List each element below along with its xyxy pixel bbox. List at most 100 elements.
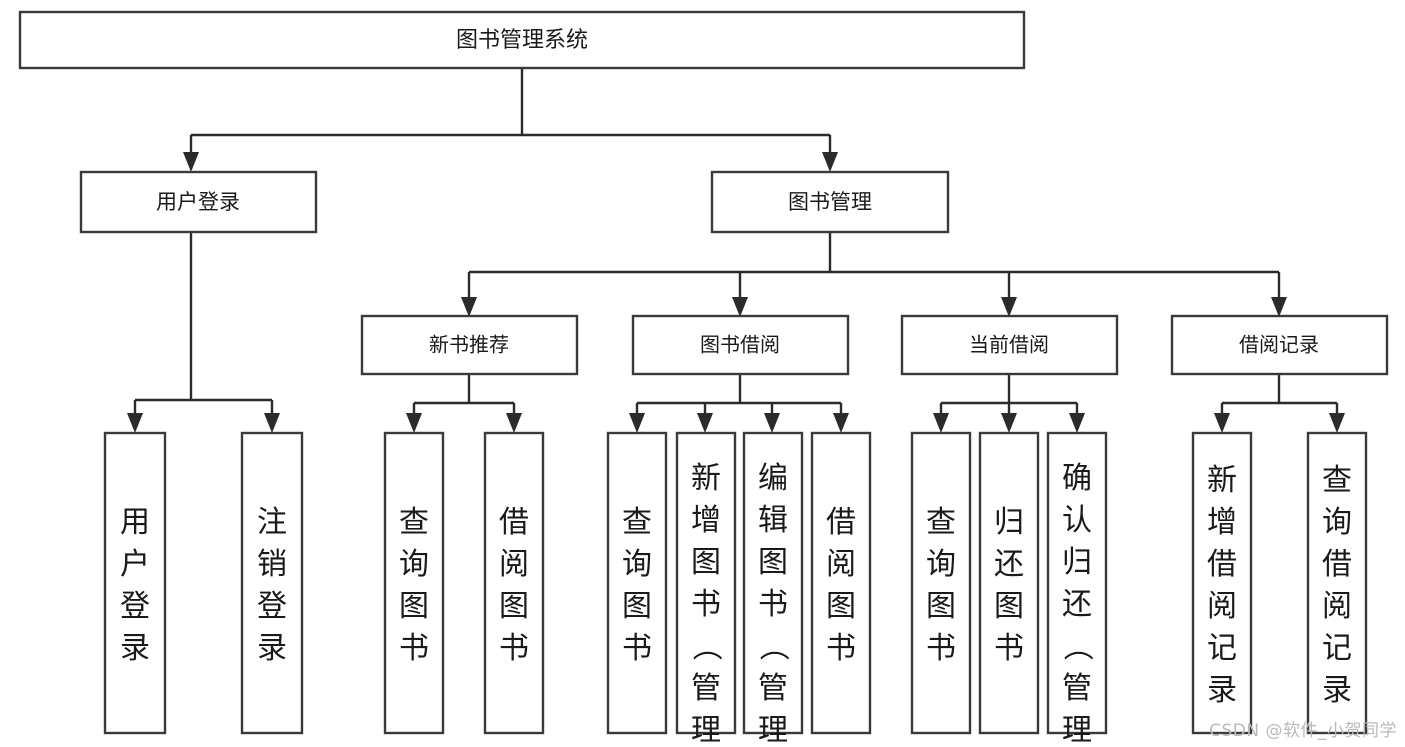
node-book-management-box[interactable]: [710, 170, 950, 234]
svg-text:记: 记: [1322, 631, 1352, 666]
leaf-add-record-box[interactable]: [1191, 431, 1253, 735]
leaf-query-book-1[interactable]: [383, 431, 445, 735]
leaf-add-record[interactable]: [1191, 431, 1253, 735]
svg-text:新: 新: [1207, 463, 1237, 498]
leaf-return-book-box[interactable]: [978, 431, 1040, 735]
node-book-management[interactable]: 图书管理: [710, 170, 950, 234]
arrowhead-leaf-query-record: [1329, 413, 1345, 433]
svg-text:图: 图: [826, 589, 856, 624]
leaf-add-book-box[interactable]: [675, 431, 737, 735]
svg-text:归: 归: [1062, 545, 1092, 580]
svg-text:借: 借: [1207, 547, 1237, 582]
node-root-label: 图书管理系统: [456, 28, 588, 53]
leaf-query-record-box[interactable]: [1306, 431, 1368, 735]
svg-text:登: 登: [120, 589, 150, 624]
svg-text:书: 书: [399, 631, 429, 666]
leaf-return-book[interactable]: [978, 431, 1040, 735]
svg-text:借: 借: [1322, 547, 1352, 582]
arrowhead-current-borrow: [1001, 297, 1017, 317]
svg-text:阅: 阅: [1322, 589, 1352, 624]
svg-text:录: 录: [1207, 673, 1237, 708]
svg-text:图: 图: [499, 589, 529, 624]
svg-text:理: 理: [1062, 713, 1092, 747]
arrowhead-leaf-borrow-book-2: [833, 413, 849, 433]
svg-text:用: 用: [120, 505, 150, 540]
svg-text:书: 书: [826, 631, 856, 666]
node-current-borrow-box[interactable]: [900, 314, 1119, 376]
node-new-book-recommend[interactable]: 新书推荐: [360, 314, 579, 376]
arrowhead-leaf-logout-login: [264, 413, 280, 433]
arrowhead-borrow-record: [1271, 297, 1287, 317]
leaf-query-book-3-box[interactable]: [910, 431, 972, 735]
svg-text:图: 图: [926, 589, 956, 624]
svg-text:阅: 阅: [826, 547, 856, 582]
node-book-management-label: 图书管理: [788, 190, 872, 214]
leaf-borrow-book-1[interactable]: [483, 431, 545, 735]
node-book-borrow[interactable]: 图书借阅: [631, 314, 850, 376]
leaf-edit-book[interactable]: [742, 431, 804, 735]
leaf-confirm-return-box[interactable]: [1046, 431, 1108, 735]
node-current-borrow[interactable]: 当前借阅: [900, 314, 1119, 376]
leaf-user-login[interactable]: [103, 431, 167, 735]
leaf-logout-login-box[interactable]: [240, 431, 304, 735]
node-root-box[interactable]: [18, 10, 1026, 70]
svg-text:辑: 辑: [758, 503, 788, 538]
svg-text:询: 询: [1322, 505, 1352, 540]
node-root[interactable]: 图书管理系统: [18, 10, 1026, 70]
leaf-query-book-1-box[interactable]: [383, 431, 445, 735]
leaf-add-book[interactable]: [675, 431, 737, 735]
svg-text:图: 图: [758, 545, 788, 580]
connector-group-root: [183, 68, 838, 172]
node-borrow-record-box[interactable]: [1170, 314, 1389, 376]
svg-text:录: 录: [120, 631, 150, 666]
leaf-borrow-book-2[interactable]: [810, 431, 872, 735]
svg-text:询: 询: [399, 547, 429, 582]
svg-text:还: 还: [994, 547, 1024, 582]
leaf-query-record[interactable]: [1306, 431, 1368, 735]
svg-text:图: 图: [622, 589, 652, 624]
leaf-query-book-2[interactable]: [606, 431, 668, 735]
svg-text:理: 理: [691, 713, 721, 747]
node-new-book-recommend-box[interactable]: [360, 314, 579, 376]
leaf-edit-book-box[interactable]: [742, 431, 804, 735]
leaf-query-book-2-box[interactable]: [606, 431, 668, 735]
node-user-login[interactable]: 用户登录: [79, 170, 318, 234]
node-borrow-record-label: 借阅记录: [1239, 333, 1319, 357]
arrowhead-leaf-add-record: [1214, 413, 1230, 433]
connector-group-book-management: [461, 232, 1287, 317]
node-user-login-box[interactable]: [79, 170, 318, 234]
svg-text:借: 借: [826, 505, 856, 540]
svg-text:图: 图: [994, 589, 1024, 624]
svg-text:（: （: [755, 631, 790, 661]
svg-text:询: 询: [926, 547, 956, 582]
svg-text:阅: 阅: [499, 547, 529, 582]
svg-text:销: 销: [257, 547, 287, 582]
svg-text:录: 录: [257, 631, 287, 666]
svg-text:书: 书: [691, 587, 721, 622]
leaf-borrow-book-1-box[interactable]: [483, 431, 545, 735]
arrowhead-book-borrow: [732, 297, 748, 317]
svg-text:户: 户: [120, 547, 150, 582]
arrowhead-user-login: [183, 152, 199, 172]
node-new-book-recommend-label: 新书推荐: [429, 333, 509, 357]
leaf-user-login-box[interactable]: [103, 431, 167, 735]
leaf-query-book-3[interactable]: [910, 431, 972, 735]
leaf-borrow-book-2-box[interactable]: [810, 431, 872, 735]
svg-text:增: 增: [691, 503, 721, 538]
arrowhead-leaf-borrow-book-1: [506, 413, 522, 433]
svg-text:理: 理: [758, 713, 788, 747]
svg-text:注: 注: [257, 505, 287, 540]
leaf-confirm-return[interactable]: [1046, 431, 1108, 735]
node-borrow-record[interactable]: 借阅记录: [1170, 314, 1389, 376]
leaf-logout-login[interactable]: [240, 431, 304, 735]
svg-text:书: 书: [499, 631, 529, 666]
svg-text:管: 管: [1062, 671, 1092, 706]
node-book-borrow-box[interactable]: [631, 314, 850, 376]
